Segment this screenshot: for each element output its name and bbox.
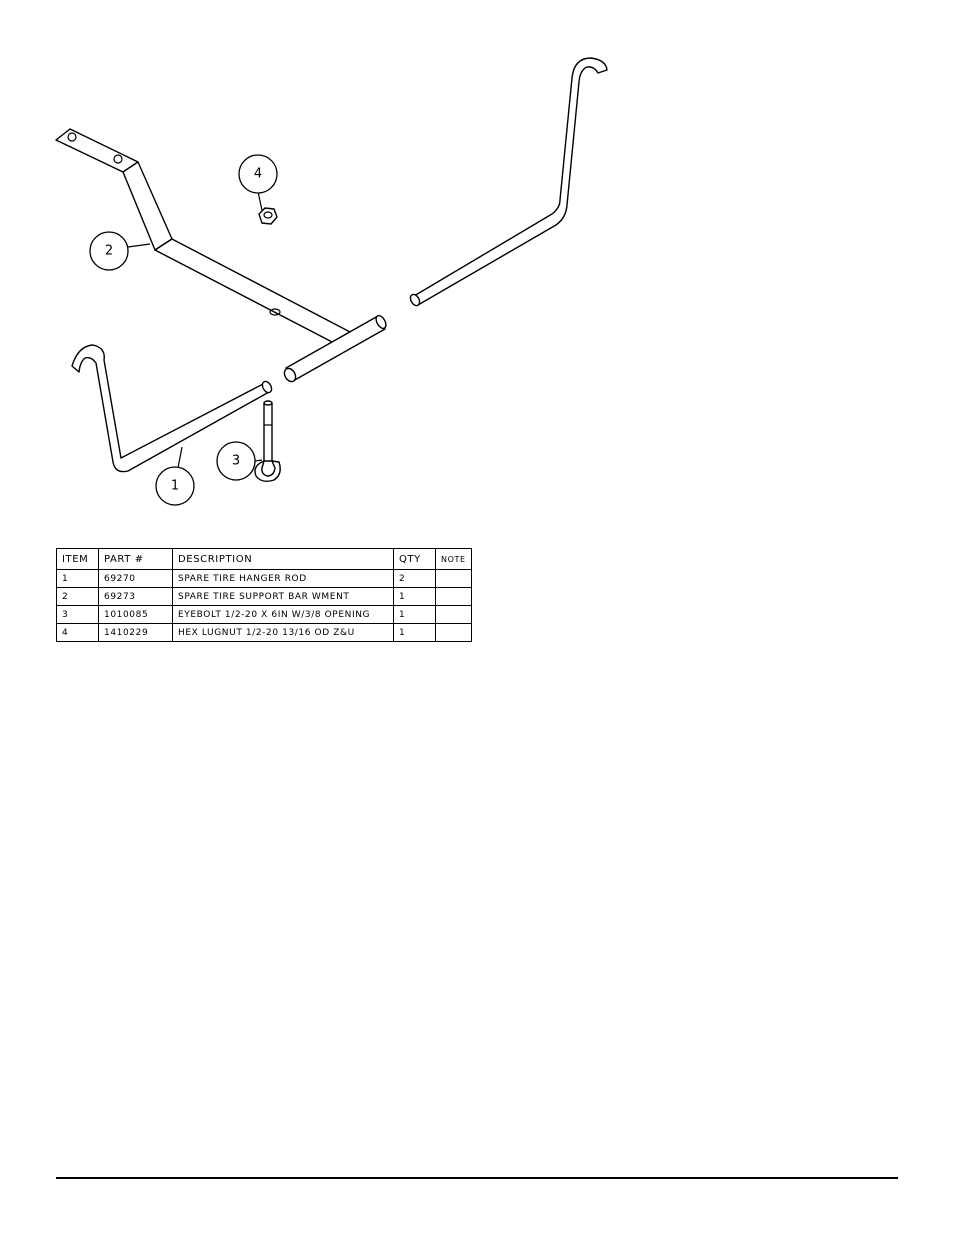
leader-2 [127,243,151,248]
bom-header-description: DESCRIPTION [172,548,394,570]
table-row: 3 1010085 EYEBOLT 1/2-20 X 6IN W/3/8 OPE… [56,605,472,624]
footer-divider [56,1177,898,1179]
hex-lugnut [258,207,278,225]
hanger-rod-left [71,344,273,473]
support-bar-weldment [55,128,387,383]
bom-header-part: PART # [98,548,173,570]
bom-cell-part: 1010085 [98,605,173,624]
bom-cell-note [435,605,472,624]
bom-cell-description: HEX LUGNUT 1/2-20 13/16 OD Z&U [172,623,394,642]
bom-cell-part: 69270 [98,569,173,588]
callout-label-2: 2 [105,244,113,259]
callout-balloon-3: 3 [216,441,256,481]
bom-cell-item: 1 [56,569,99,588]
bom-cell-qty: 1 [393,605,436,624]
bom-cell-description: SPARE TIRE HANGER ROD [172,569,394,588]
callout-balloon-1: 1 [155,466,195,506]
callout-label-3: 3 [232,454,240,469]
bom-cell-note [435,587,472,606]
bom-header-qty: QTY [393,548,436,570]
callout-balloon-2: 2 [89,231,129,271]
leader-1 [177,446,183,469]
bom-cell-note [435,569,472,588]
bom-cell-part: 1410229 [98,623,173,642]
callout-label-4: 4 [254,167,262,182]
table-row: 4 1410229 HEX LUGNUT 1/2-20 13/16 OD Z&U… [56,623,472,642]
bom-cell-item: 4 [56,623,99,642]
bom-header-row: ITEM PART # DESCRIPTION QTY NOTE [56,548,472,570]
bom-cell-item: 3 [56,605,99,624]
bom-cell-note [435,623,472,642]
bill-of-materials-table: ITEM PART # DESCRIPTION QTY NOTE 1 69270… [56,548,472,642]
bom-cell-description: EYEBOLT 1/2-20 X 6IN W/3/8 OPENING [172,605,394,624]
hanger-rod-right [409,57,608,307]
eyebolt [254,400,281,483]
bom-cell-qty: 1 [393,587,436,606]
bom-cell-part: 69273 [98,587,173,606]
bom-cell-description: SPARE TIRE SUPPORT BAR WMENT [172,587,394,606]
bom-cell-qty: 1 [393,623,436,642]
bom-cell-item: 2 [56,587,99,606]
callout-label-1: 1 [171,479,179,494]
exploded-parts-diagram: 2 4 3 1 [55,57,608,506]
table-row: 1 69270 SPARE TIRE HANGER ROD 2 [56,569,472,588]
bom-cell-qty: 2 [393,569,436,588]
bom-header-note: NOTE [435,548,472,570]
leader-3 [254,459,263,462]
bom-header-item: ITEM [56,548,99,570]
leader-4 [257,191,263,211]
table-row: 2 69273 SPARE TIRE SUPPORT BAR WMENT 1 [56,587,472,606]
callout-balloon-4: 4 [238,154,278,194]
